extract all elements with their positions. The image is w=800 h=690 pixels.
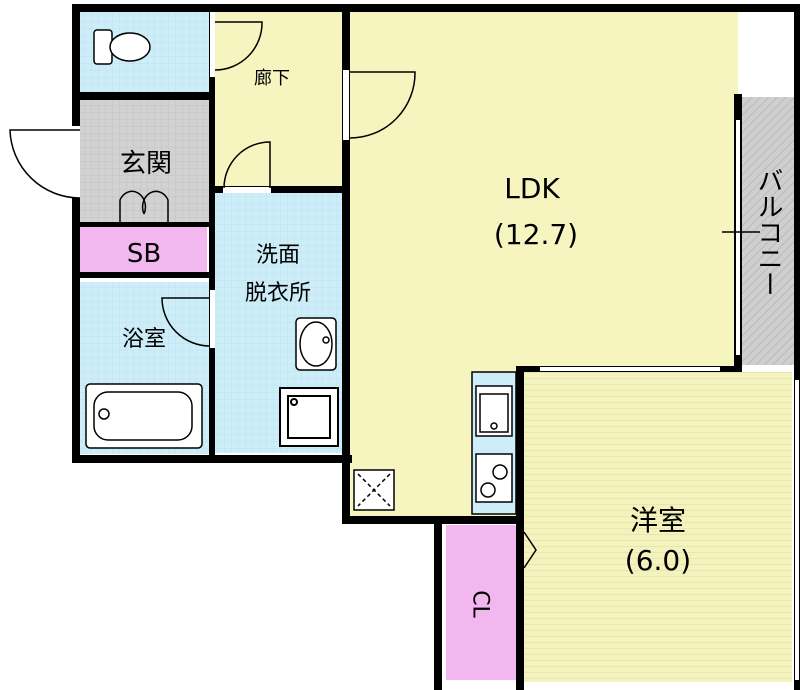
washing-machine-pan-icon — [279, 387, 339, 447]
closet-door[interactable] — [519, 531, 537, 640]
balcony-label: バルコニー — [753, 167, 783, 297]
bathroom-door[interactable] — [161, 297, 211, 347]
kitchen-sink-icon — [475, 385, 513, 437]
balcony-fill — [742, 97, 794, 365]
western-window[interactable] — [795, 380, 799, 680]
western-room-size: (6.0) — [625, 544, 691, 577]
washroom-door-gap — [223, 187, 271, 193]
ldk-size: (12.7) — [494, 218, 578, 251]
ldk-door[interactable] — [349, 71, 416, 139]
closet-fill — [446, 525, 516, 680]
refrigerator-space-icon — [353, 469, 395, 511]
balcony-window[interactable] — [736, 120, 740, 355]
toilet-door[interactable] — [214, 21, 263, 71]
entrance-label: 玄関 — [120, 149, 172, 179]
shoe-box-label: SB — [127, 239, 161, 269]
balcony-rail — [722, 218, 760, 246]
stove-icon — [475, 453, 513, 503]
bathtub-icon — [85, 383, 203, 449]
ldk-label: LDK — [504, 172, 560, 205]
closet-label: CL — [468, 590, 493, 618]
shoe-box-doors[interactable] — [119, 190, 169, 222]
entry-opening — [73, 126, 80, 198]
toilet-door-gap — [210, 12, 215, 77]
hallway-floor — [215, 12, 343, 190]
bath-door-gap — [210, 290, 215, 348]
washroom-label-1: 洗面 — [256, 243, 300, 268]
shoe-box-fill — [80, 226, 207, 272]
walls — [72, 4, 800, 690]
western-room-label: 洋室 — [630, 504, 686, 537]
western-sliding-door[interactable] — [540, 367, 720, 371]
washbasin-icon — [295, 317, 337, 371]
western-room-floor — [520, 372, 792, 682]
washroom-label-2: 脱衣所 — [245, 281, 311, 306]
hallway-label-1: 廊下 — [254, 68, 290, 89]
bathroom-label: 浴室 — [122, 327, 166, 352]
ldk-door-gap — [343, 70, 349, 140]
washroom-door[interactable] — [223, 141, 271, 189]
toilet-icon — [93, 29, 151, 65]
entry-door[interactable] — [9, 129, 81, 199]
